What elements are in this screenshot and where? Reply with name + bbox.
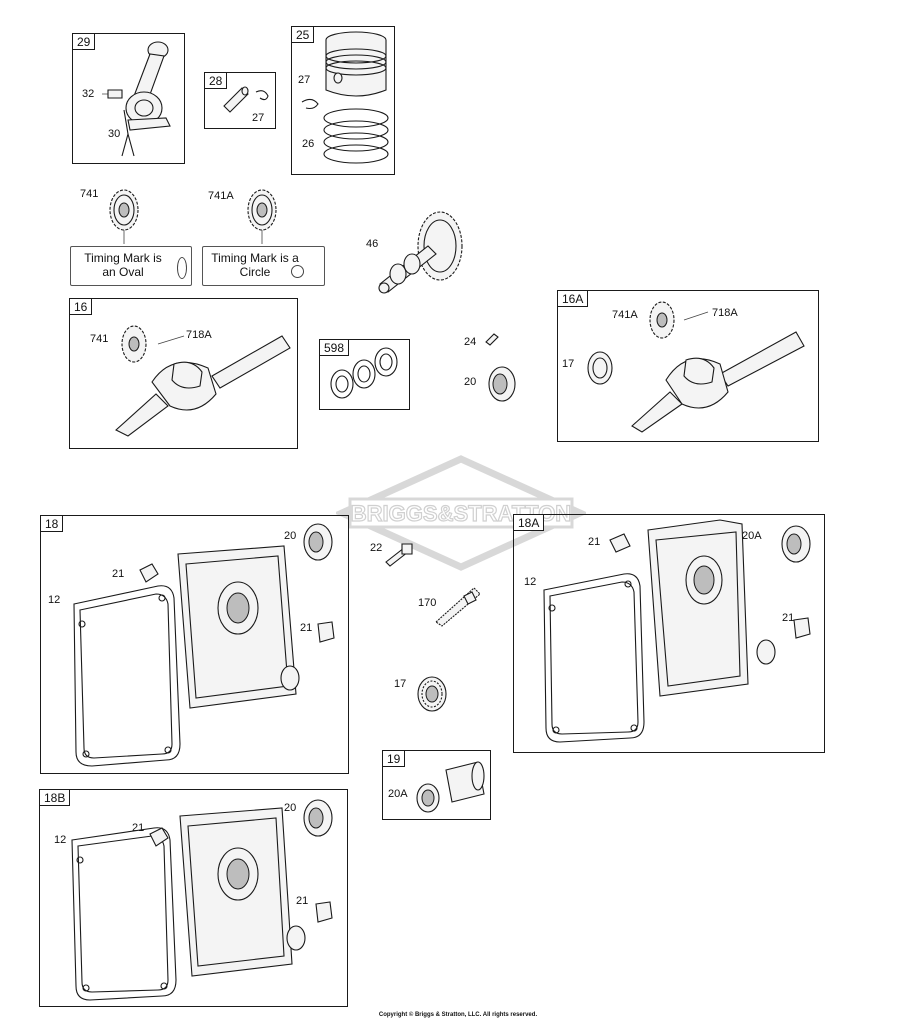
group-29-box: 29 <box>72 33 185 164</box>
cam-gear-741A-icon <box>247 189 277 244</box>
callout-741A: 741A <box>208 190 234 202</box>
callout-18-21-top: 21 <box>112 568 125 580</box>
group-598-label: 598 <box>320 340 350 356</box>
crankcase-cover-18-icon <box>73 523 335 767</box>
callout-18A-21-top: 21 <box>588 536 601 548</box>
group-18B-label: 18B <box>40 790 71 806</box>
callout-17: 17 <box>394 678 407 690</box>
crankcase-cover-18A-icon <box>543 519 811 743</box>
callout-27-pin: 27 <box>252 112 265 124</box>
callout-741: 741 <box>80 188 99 200</box>
timing-note-circle: Timing Mark is a Circle <box>202 246 325 286</box>
oil-seal-20-icon <box>488 366 516 402</box>
callout-27-clip: 27 <box>298 74 311 86</box>
group-18-label: 18 <box>41 516 64 532</box>
callout-18A-21-bottom: 21 <box>782 612 795 624</box>
callout-16A-741A: 741A <box>612 309 638 321</box>
callout-18-20: 20 <box>284 530 297 542</box>
callout-30: 30 <box>108 128 121 140</box>
callout-18-12: 12 <box>48 594 61 606</box>
callout-18-21-bottom: 21 <box>300 622 313 634</box>
callout-46: 46 <box>366 238 379 250</box>
cam-gear-741-icon <box>109 189 139 244</box>
group-29-label: 29 <box>73 34 96 50</box>
callout-20-top: 20 <box>464 376 477 388</box>
group-28-label: 28 <box>205 73 228 89</box>
callout-22: 22 <box>370 542 383 554</box>
seal-sleeve-19-icon <box>416 761 485 813</box>
callout-16A-17: 17 <box>562 358 575 370</box>
group-18B-box: 18B <box>39 789 348 1007</box>
group-19-box: 19 <box>382 750 491 820</box>
callout-32: 32 <box>82 88 95 100</box>
group-25-box: 25 <box>291 26 395 175</box>
group-19-label: 19 <box>383 751 406 767</box>
callout-170: 170 <box>418 597 437 609</box>
crankshaft-icon <box>115 325 291 437</box>
callout-18A-12: 12 <box>524 576 537 588</box>
timing-note-oval-text: Timing Mark is an Oval <box>84 251 162 279</box>
circle-timing-mark-icon <box>291 265 304 278</box>
group-16A-label: 16A <box>558 291 589 307</box>
bearing-17-icon <box>417 676 447 712</box>
callout-18B-20: 20 <box>284 802 297 814</box>
group-16-box: 16 <box>69 298 298 449</box>
timing-note-circle-text: Timing Mark is a Circle <box>211 251 299 279</box>
briggs-stratton-watermark: BRIGGS&STRATTON <box>336 455 586 571</box>
connecting-rod-icon <box>102 41 171 157</box>
pin-24-icon <box>485 333 499 346</box>
callout-16-718A: 718A <box>186 329 212 341</box>
callout-18B-12: 12 <box>54 834 67 846</box>
oval-timing-mark-icon <box>177 257 187 279</box>
crankshaft-bearing-icon <box>587 301 805 433</box>
group-25-label: 25 <box>292 27 315 43</box>
crankcase-cover-18B-icon <box>71 799 333 1001</box>
callout-26: 26 <box>302 138 315 150</box>
shim-washers-icon <box>330 347 398 399</box>
callout-19-20A: 20A <box>388 788 408 800</box>
group-18A-box: 18A <box>513 514 825 753</box>
camshaft-icon <box>378 211 463 294</box>
callout-18B-21-bottom: 21 <box>296 895 309 907</box>
callout-16-741: 741 <box>90 333 109 345</box>
bolt-22-icon <box>385 543 413 567</box>
group-16-label: 16 <box>70 299 93 315</box>
callout-16A-718A: 718A <box>712 307 738 319</box>
group-18-box: 18 <box>40 515 349 774</box>
callout-24: 24 <box>464 336 477 348</box>
group-16A-box: 16A <box>557 290 819 442</box>
callout-18A-20A: 20A <box>742 530 762 542</box>
timing-note-oval: Timing Mark is an Oval <box>70 246 192 286</box>
piston-icon <box>301 31 389 164</box>
group-18A-label: 18A <box>514 515 545 531</box>
wrist-pin-icon <box>223 86 269 113</box>
group-598-box: 598 <box>319 339 410 410</box>
stud-170-icon <box>435 587 481 627</box>
copyright-notice: Copyright © Briggs & Stratton, LLC. All … <box>378 1012 538 1018</box>
group-28-box: 28 <box>204 72 276 129</box>
